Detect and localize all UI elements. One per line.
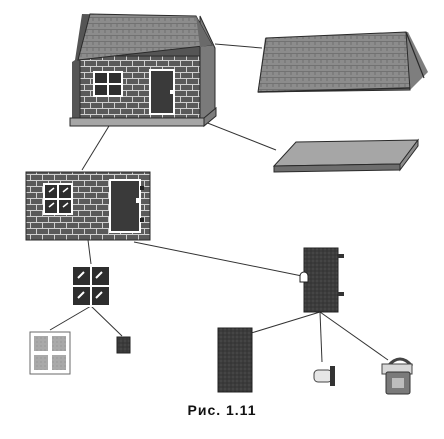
house-node [69,13,217,128]
window-handles [77,271,103,299]
wall-window-handles [48,187,69,208]
foundation-front [273,163,401,173]
wall-window-cross [44,184,72,214]
door-panel-slab [217,327,253,393]
edge-house-to-roof [214,43,263,49]
edge-door-assembly-to-door-panel [247,311,321,335]
roof-surface [257,31,411,93]
roof-gable-edge [405,31,425,79]
edge-wall-to-door-assembly [133,241,303,277]
edge-house-to-foundation [204,121,277,151]
edge-window-to-window-frame [49,305,92,331]
door-knob-node [313,366,335,386]
frame-pane-4 [52,355,66,370]
window-handle-node [116,336,131,354]
foundation-side [399,138,419,172]
door-panel-node [217,327,253,393]
roof-eave [257,87,411,93]
foundation-node [272,138,420,173]
knob-base [330,366,335,386]
small-dark-block [116,336,131,354]
door-assembly-hinge-top [338,254,344,258]
edge-window-to-window-handle [90,305,123,337]
window-cross [72,266,110,306]
wall-node [25,171,151,241]
house-door-handle [170,90,173,94]
frame-pane-1 [34,336,48,351]
house-foundation [69,117,205,127]
wall-door-handle [136,198,139,203]
figure-caption: Рис. 1.11 [187,402,257,418]
window-frame-node [29,331,71,375]
door-assembly-node [299,247,344,313]
door-assembly-lock [299,271,309,283]
frame-pane-2 [52,336,66,351]
window-node [71,265,111,307]
padlock-node [381,357,414,395]
house-foundation-side [203,106,217,128]
edge-door-assembly-to-padlock [319,311,389,361]
door-assembly-panel [303,247,339,313]
wall-door [109,179,141,233]
wall-door-hinge-bottom [140,218,144,222]
roof-node [257,31,428,93]
frame-pane-3 [34,355,48,370]
knob-body [313,369,333,383]
door-assembly-hinge-bottom [338,292,344,296]
foundation-top [272,139,420,167]
house-window-cross [94,72,122,96]
house-gable [196,16,212,47]
edge-door-assembly-to-door-knob [319,311,323,363]
edge-wall-to-window [87,239,92,265]
padlock-face [392,378,404,388]
wall-door-hinge-top [140,186,144,190]
